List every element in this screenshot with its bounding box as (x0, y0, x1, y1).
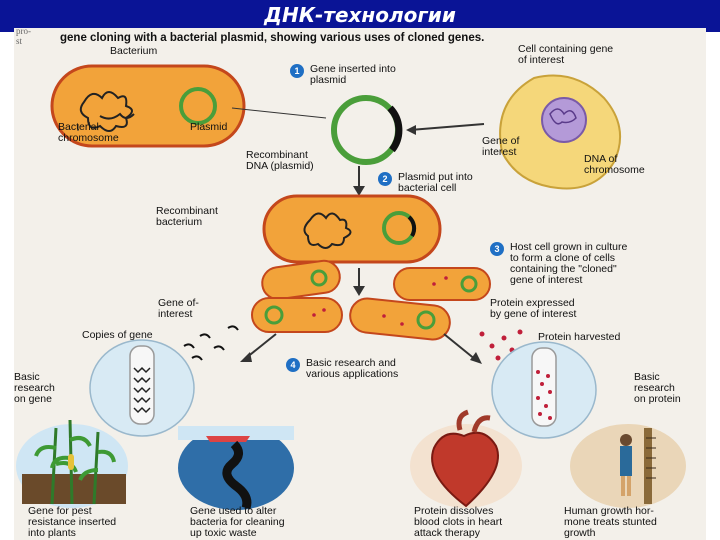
title-bar (0, 0, 720, 32)
panel-oil-spill (178, 426, 294, 510)
figure-title: gene cloning with a bacterial plasmid, s… (60, 32, 485, 44)
panel-growth (570, 424, 686, 508)
gene-copies (183, 325, 239, 361)
label-gene-of-interest: Gene of interest (482, 135, 520, 158)
step-3-marker: 3 (490, 242, 504, 256)
step-3-text: Host cell grown in culture to form a clo… (510, 241, 628, 286)
caption-plants: Gene for pest resistance inserted into p… (28, 505, 117, 539)
recombinant-plasmid (331, 95, 403, 165)
step-2-marker: 2 (378, 172, 392, 186)
caption-toxic-waste: Gene used to alter bacteria for cleaning… (190, 505, 285, 539)
label-dna-chromosome: DNA of chromosome (584, 153, 645, 176)
recombinant-bacterium (262, 194, 442, 264)
label-protein-harvested: Protein harvested (538, 331, 621, 343)
test-tube-gene (89, 339, 195, 437)
panel-plants (16, 419, 128, 508)
protein-dots (479, 329, 523, 361)
label-research-protein: Basic research on protein (634, 371, 681, 405)
label-recombinant-dna: Recombinant DNA (plasmid) (246, 149, 314, 172)
clone-bacteria (251, 259, 491, 341)
step-1-marker: 1 (290, 64, 304, 78)
donor-cell (499, 74, 621, 190)
label-recombinant-bacterium: Recombinant bacterium (156, 205, 218, 228)
label-protein-expressed: Protein expressed by gene of interest (490, 297, 577, 320)
label-cell-gene: Cell containing gene of interest (518, 43, 614, 66)
step-4-text: Basic research and various applications (306, 357, 399, 380)
step-4-marker: 4 (286, 358, 300, 372)
caption-blood-clots: Protein dissolves blood clots in heart a… (414, 505, 503, 539)
bacterium-top (50, 64, 246, 148)
panel-heart (410, 409, 522, 508)
label-gene-of-interest-2: Gene of- interest (158, 297, 199, 320)
caption-growth-hormone: Human growth hor- mone treats stunted gr… (564, 505, 657, 539)
margin-text-fragment: pro- st (16, 26, 31, 46)
slide-title: ДНК-технологии (264, 3, 456, 27)
step-2-text: Plasmid put into bacterial cell (398, 171, 473, 194)
label-plasmid: Plasmid (190, 121, 228, 133)
label-bacterial-chromosome: Bacterial chromosome (58, 121, 119, 144)
label-copies-of-gene: Copies of gene (82, 329, 153, 341)
label-research-gene: Basic research on gene (14, 371, 55, 405)
step-1-text: Gene inserted into plasmid (310, 63, 396, 86)
textbook-page: pro- st gene cloning with a bacterial pl… (14, 26, 706, 540)
cloning-diagram (16, 64, 686, 510)
label-bacterium: Bacterium (110, 45, 158, 57)
test-tube-protein (491, 341, 597, 439)
